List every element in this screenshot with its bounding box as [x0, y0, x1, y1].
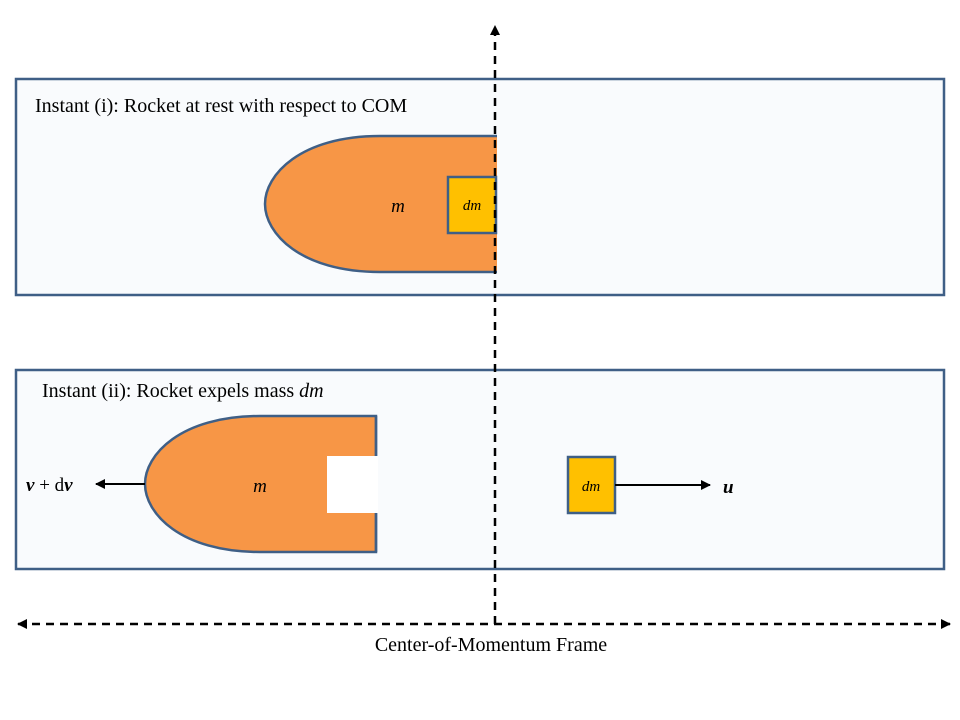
- rocket-velocity-label: v + dv: [26, 475, 73, 496]
- rocket-mass-label-instant-ii: m: [253, 476, 267, 497]
- mass-element-dm-instant-i: [446, 175, 498, 235]
- mass-element-dm-label-instant-i: dm: [463, 198, 482, 214]
- frame-label: Center-of-Momentum Frame: [375, 634, 607, 656]
- rocket-body-instant-ii: [143, 414, 378, 554]
- rocket-body-instant-i: [263, 134, 497, 274]
- rocket-exhaust-cavity: [327, 456, 378, 513]
- rocket-mass-label-instant-i: m: [391, 196, 405, 217]
- mass-element-dm-label-instant-ii: dm: [582, 479, 601, 495]
- exhaust-velocity-label: u: [723, 477, 734, 498]
- panel-instant-i-title: Instant (i): Rocket at rest with respect…: [35, 95, 407, 117]
- panel-instant-ii-title: Instant (ii): Rocket expels mass dm: [42, 380, 324, 402]
